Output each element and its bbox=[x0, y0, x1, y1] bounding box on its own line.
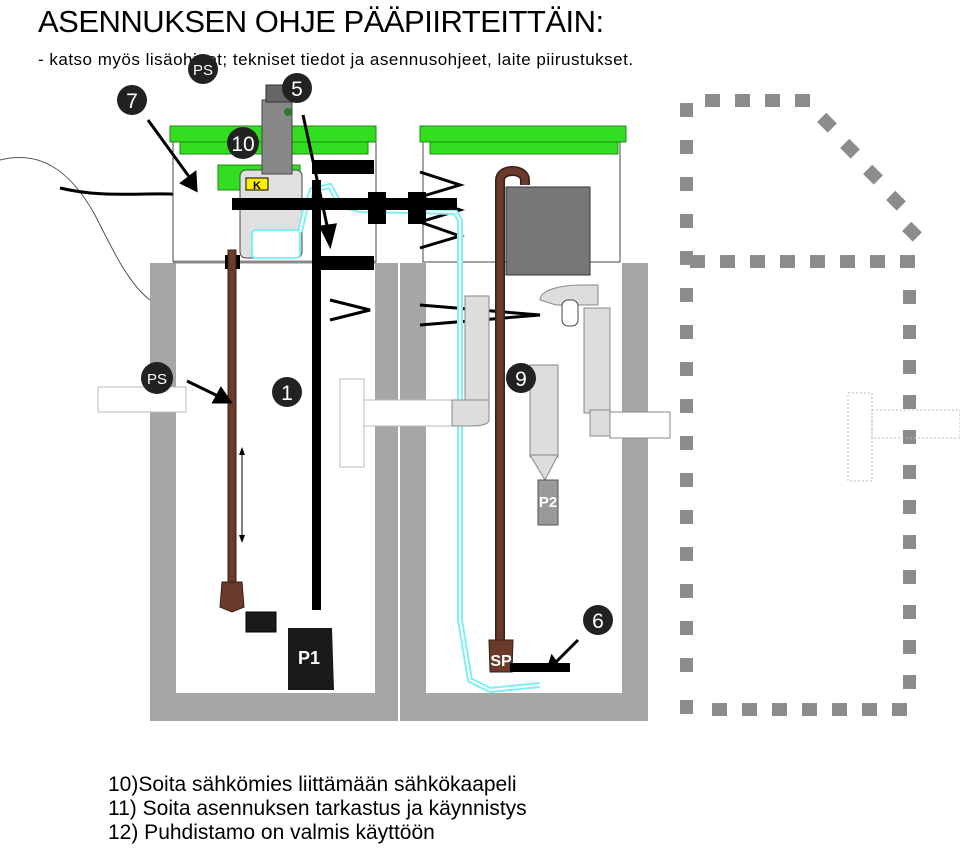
badge-5: 5 bbox=[282, 73, 312, 103]
badge-1-label: 1 bbox=[281, 382, 293, 405]
badge-5-label: 5 bbox=[291, 78, 303, 101]
badge-10-label: 10 bbox=[231, 133, 254, 156]
page-subtitle: - katso myös lisäohjeet; tekniset tiedot… bbox=[38, 50, 634, 69]
sludge-pump-pipe bbox=[488, 166, 570, 673]
k-label: K bbox=[253, 180, 261, 192]
page-title: ASENNUKSEN OHJE PÄÄPIIRTEITTÄIN: bbox=[38, 4, 604, 39]
badge-ps-side: PS bbox=[141, 362, 173, 394]
tank-2 bbox=[400, 263, 648, 721]
badge-9-label: 9 bbox=[515, 368, 527, 391]
callout-arrows bbox=[146, 114, 580, 672]
badge-1: 1 bbox=[272, 377, 302, 407]
pump-p1 bbox=[245, 611, 334, 690]
badge-ps-top: PS bbox=[188, 54, 218, 84]
float-switch-ps bbox=[219, 249, 245, 613]
badge-7: 7 bbox=[117, 85, 147, 115]
inlet-t-left bbox=[97, 378, 465, 468]
badge-ps-side-label: PS bbox=[147, 371, 167, 388]
zigzag-connector-bottom bbox=[329, 298, 541, 327]
badge-6: 6 bbox=[583, 605, 613, 635]
step-11: 11) Soita asennuksen tarkastus ja käynni… bbox=[108, 797, 527, 820]
badge-10: 10 bbox=[227, 127, 259, 159]
badge-6-label: 6 bbox=[592, 610, 604, 633]
level-range-arrow bbox=[239, 447, 245, 543]
bio-filter-pipe-9 bbox=[451, 284, 671, 526]
sp-label: SP bbox=[490, 653, 512, 670]
electric-cable bbox=[0, 156, 151, 301]
badge-ps-top-label: PS bbox=[193, 62, 213, 79]
tank-1 bbox=[150, 263, 398, 721]
badge-7-label: 7 bbox=[126, 90, 138, 113]
pump-p2-label: P2 bbox=[539, 494, 557, 511]
step-10: 10)Soita sähkömies liittämään sähkökaape… bbox=[108, 773, 517, 796]
pump-p1-label: P1 bbox=[298, 648, 320, 668]
outlet-t-right bbox=[847, 392, 960, 482]
badge-9: 9 bbox=[506, 363, 536, 393]
instruction-steps: 10)Soita sähkömies liittämään sähkökaape… bbox=[108, 773, 527, 845]
dashed-enclosure bbox=[680, 94, 922, 716]
step-12: 12) Puhdistamo on valmis käyttöön bbox=[108, 821, 435, 844]
control-unit bbox=[505, 186, 591, 276]
